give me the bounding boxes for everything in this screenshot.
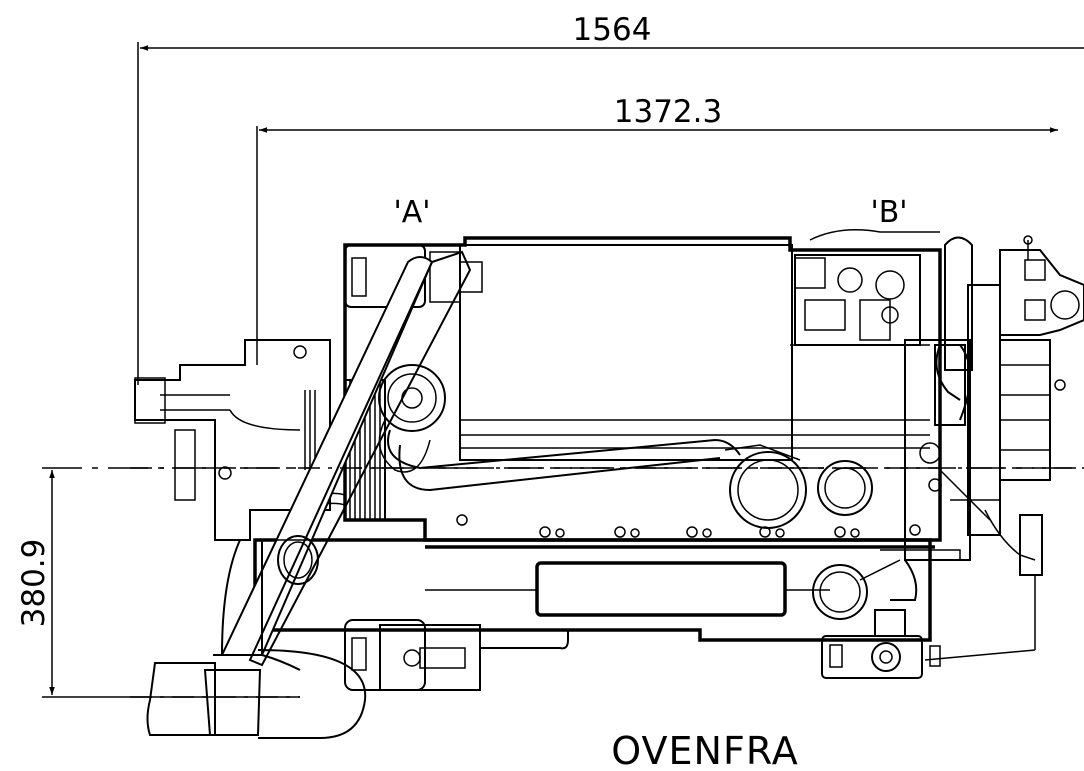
bolt-row bbox=[456, 514, 921, 538]
charge-air-pipe bbox=[934, 236, 973, 426]
starter-motor bbox=[724, 444, 807, 529]
oil-filler-cap bbox=[378, 364, 446, 473]
turbocharger-assembly bbox=[790, 229, 940, 346]
rear-flywheel-housing bbox=[880, 339, 1000, 601]
exhaust-riser bbox=[220, 250, 472, 667]
mount-b-lower bbox=[821, 609, 941, 679]
section-label-a: 'A' bbox=[393, 195, 430, 230]
dimension-overall-length: 1564 bbox=[137, 12, 1084, 385]
section-label-b: 'B' bbox=[870, 195, 907, 230]
pulley-fins bbox=[304, 390, 316, 470]
aftercooler bbox=[967, 284, 1066, 536]
oil-filter bbox=[817, 460, 873, 516]
breather-hose bbox=[387, 429, 741, 492]
dimension-mount-length: 1372.3 bbox=[256, 94, 1058, 365]
fuel-filter-head bbox=[999, 235, 1084, 336]
mount-a-lower bbox=[344, 619, 569, 691]
exhaust-outlet-elbow bbox=[130, 649, 367, 739]
dimension-height-value: 380.9 bbox=[16, 539, 52, 628]
coolant-filter bbox=[812, 559, 901, 620]
dimension-mount-length-value: 1372.3 bbox=[614, 94, 722, 130]
sea-water-pipe bbox=[270, 535, 425, 585]
view-caption: OVENFRA bbox=[611, 729, 798, 771]
engine-block bbox=[253, 236, 942, 642]
dimension-overall-length-value: 1564 bbox=[573, 12, 652, 48]
wiring-harness bbox=[924, 509, 1043, 661]
